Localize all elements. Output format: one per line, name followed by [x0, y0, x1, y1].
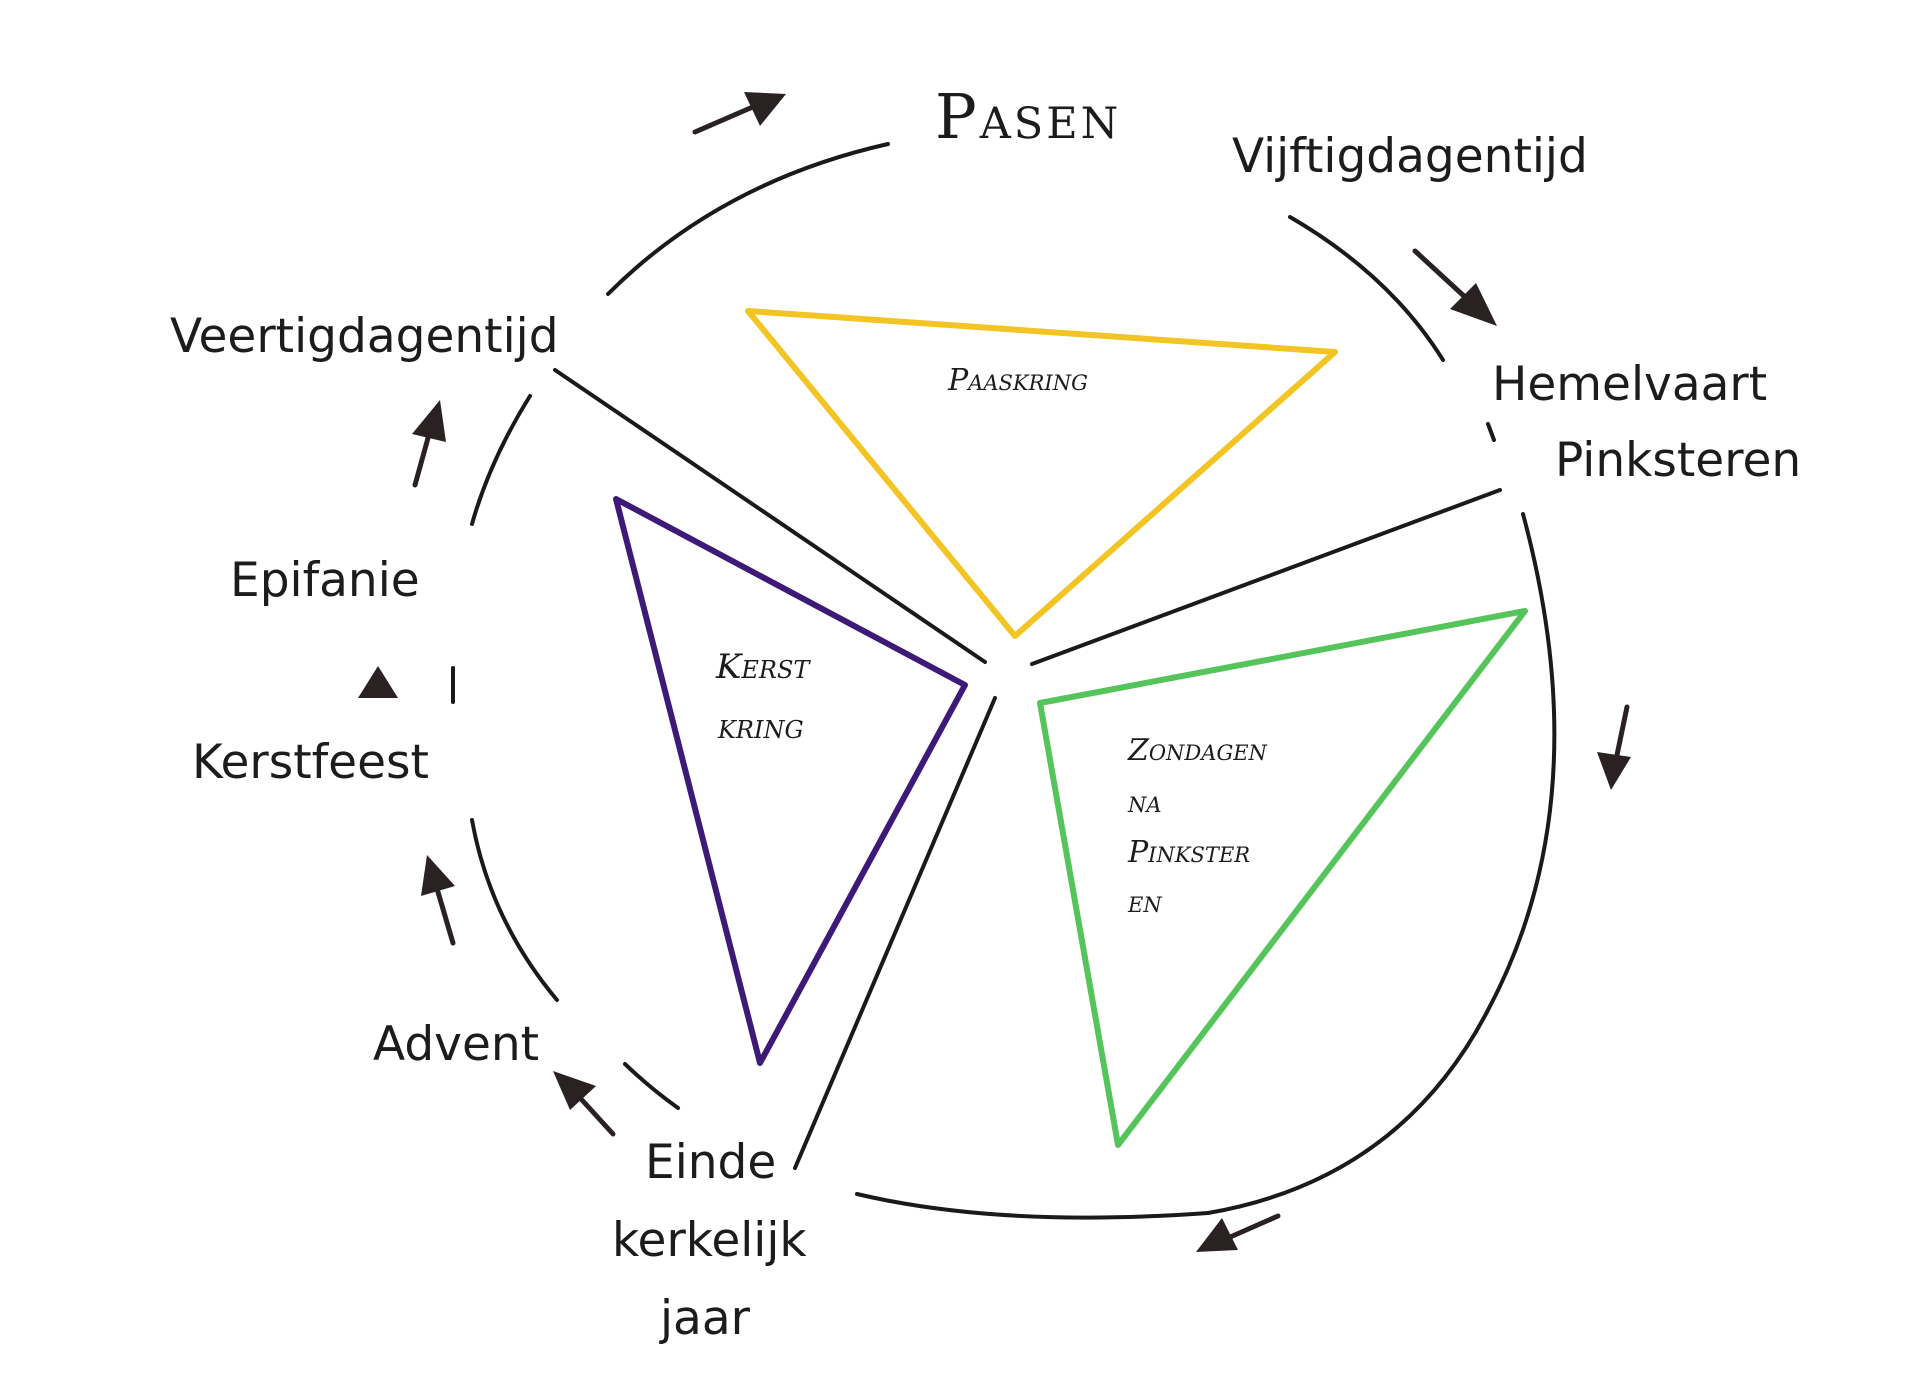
- triangles: [613, 308, 1528, 1148]
- arrow-icon: [553, 1071, 616, 1137]
- spoke-upper-left: [553, 368, 987, 664]
- cycle-circle: [451, 142, 1557, 1220]
- arc-right: [1206, 512, 1557, 1215]
- spokes: [553, 368, 1502, 1170]
- triangle-labels: Paaskring Kerst kring Zondagen na Pinkst…: [715, 363, 1268, 920]
- arc-top-right: [1288, 215, 1445, 362]
- label-kerst: Kerst: [715, 647, 811, 687]
- arc-bottom-left: [623, 1062, 680, 1110]
- spoke-right: [1030, 488, 1502, 666]
- label-vijftigdagentijd: Vijftigdagentijd: [1232, 129, 1588, 184]
- label-advent: Advent: [373, 1017, 539, 1072]
- arrow-icon: [412, 400, 446, 488]
- label-hemelvaart: Hemelvaart: [1492, 357, 1767, 412]
- cycle-labels: Pasen Vijftigdagentijd Hemelvaart Pinkst…: [170, 80, 1801, 1346]
- arrow-icon: [421, 855, 456, 946]
- arc-right-tick: [1486, 422, 1496, 442]
- label-einde-line2: kerkelijk: [612, 1213, 807, 1268]
- label-einde-line3: jaar: [659, 1291, 751, 1346]
- label-pinkster: Pinkster: [1127, 835, 1250, 870]
- arc-left-upper: [470, 394, 532, 526]
- label-pasen: Pasen: [935, 80, 1121, 153]
- arrows: [358, 92, 1631, 1252]
- zondagen-triangle: [1037, 608, 1528, 1148]
- label-veertigdagentijd: Veertigdagentijd: [170, 309, 559, 364]
- label-na: na: [1127, 785, 1162, 820]
- arc-top-left: [606, 142, 890, 296]
- arrow-icon: [1412, 248, 1497, 326]
- label-epifanie: Epifanie: [230, 553, 420, 608]
- arc-left-lower: [470, 818, 559, 1002]
- label-pinksteren: Pinksteren: [1555, 433, 1801, 488]
- kerstkring-triangle: [613, 496, 968, 1066]
- arrow-icon: [692, 92, 786, 135]
- label-paaskring: Paaskring: [947, 363, 1088, 398]
- label-einde-line1: Einde: [645, 1135, 776, 1190]
- spoke-lower: [793, 696, 997, 1170]
- label-kring: kring: [717, 707, 804, 747]
- label-en: en: [1127, 885, 1162, 920]
- arrow-icon: [1597, 704, 1631, 790]
- arc-bottom: [855, 1192, 1210, 1220]
- arrow-icon: [1196, 1213, 1281, 1252]
- arrowhead-icon: [358, 666, 398, 698]
- label-kerstfeest: Kerstfeest: [192, 735, 429, 790]
- label-zondagen: Zondagen: [1127, 733, 1268, 768]
- paaskring-triangle: [745, 308, 1338, 639]
